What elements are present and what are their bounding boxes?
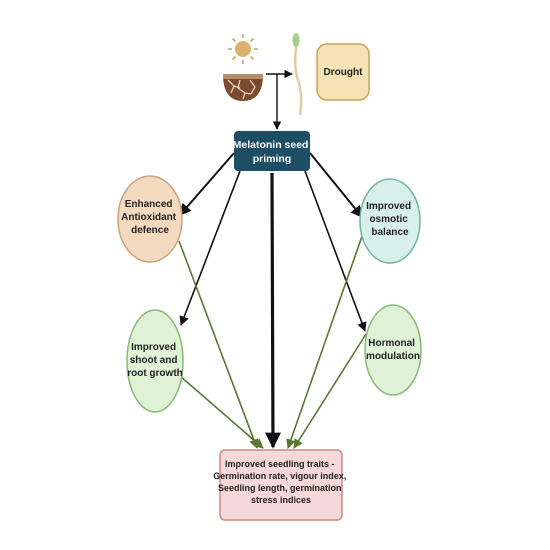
osmotic-to-outcome-arrow [286, 221, 368, 449]
antioxidant-label: Enhanced Antioxidant defence [121, 199, 179, 236]
hormonal-node: Hormonal modulation [364, 304, 422, 396]
seedling-icon [292, 33, 303, 116]
melatonin-priming-node: Melatonin seed priming [233, 131, 312, 171]
sun-icon [228, 34, 258, 64]
outcome-label: Improved seedling traits - Germination r… [213, 459, 349, 505]
outcome-node: Improved seedling traits - Germination r… [213, 449, 349, 521]
hormonal-label: Hormonal modulation [366, 338, 420, 362]
shoot-root-to-outcome-arrow [179, 375, 264, 449]
shoot-root-node: Improved shoot and root growth [126, 309, 184, 413]
antioxidant-node: Enhanced Antioxidant defence [117, 175, 183, 263]
drought-node: Drought [316, 43, 370, 101]
osmotic-label: Improved osmotic balance [366, 201, 414, 238]
priming-to-hormonal-arrow [304, 170, 367, 332]
priming-to-outcome-arrow [264, 172, 281, 449]
priming-to-osmotic-arrow [309, 152, 363, 218]
drought-label: Drought [324, 67, 364, 78]
shoot-root-label: Improved shoot and root growth [127, 342, 183, 379]
priming-to-shoot-root-arrow [179, 170, 241, 326]
hormonal-to-outcome-arrow [293, 333, 367, 449]
osmotic-node: Improved osmotic balance [359, 178, 421, 264]
antioxidant-to-outcome-arrow [178, 240, 259, 449]
priming-to-antioxidant-arrow [179, 152, 235, 216]
melatonin-priming-label: Melatonin seed priming [233, 139, 312, 165]
cracked-soil-icon [223, 74, 263, 101]
